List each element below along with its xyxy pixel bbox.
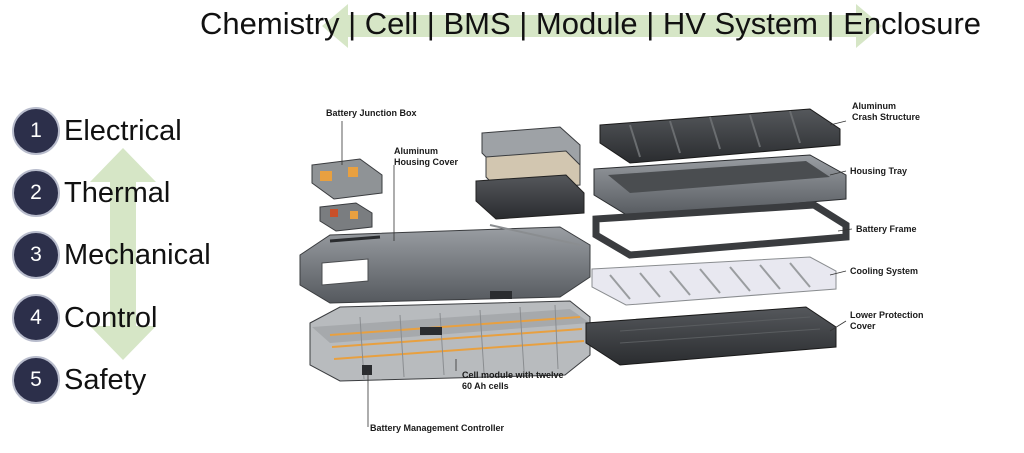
module-stack-graphic — [475, 126, 585, 246]
cell-module-graphic — [309, 291, 591, 382]
label-cell-module-2: 60 Ah cells — [462, 381, 509, 391]
label-housing-cover-2: Housing Cover — [394, 157, 459, 167]
horizontal-double-arrow — [322, 4, 882, 48]
housing-cover-graphic — [299, 226, 591, 304]
label-crash-1: Aluminum — [852, 101, 896, 111]
label-crash-2: Crash Structure — [852, 112, 921, 122]
cooling-system-graphic — [591, 256, 837, 306]
number-badge: 1 — [12, 107, 60, 155]
list-label: Mechanical — [64, 238, 211, 271]
list-item-thermal: 2 Thermal — [12, 168, 170, 218]
vertical-double-arrow — [90, 148, 156, 360]
label-bmc: Battery Management Controller — [370, 423, 505, 433]
housing-tray-graphic — [593, 154, 847, 218]
label-lower-protection-1: Lower Protection — [850, 310, 924, 320]
label-lower-protection-2: Cover — [850, 321, 876, 331]
list-label: Control — [64, 301, 158, 334]
label-cell-module-1: Cell module with twelve — [462, 370, 564, 380]
leader-lines — [341, 120, 853, 427]
crash-structure-graphic — [599, 108, 841, 164]
battery-pack-exploded-view: Battery Junction Box Aluminum Housing Co… — [290, 95, 1024, 453]
lower-protection-cover-graphic — [585, 306, 837, 366]
list-label: Thermal — [64, 176, 171, 209]
label-housing-cover-1: Aluminum — [394, 146, 438, 156]
battery-illustration — [299, 108, 853, 427]
battery-frame-graphic — [592, 201, 850, 259]
label-housing-tray: Housing Tray — [850, 166, 908, 176]
label-cooling-system: Cooling System — [850, 266, 919, 276]
label-battery-frame: Battery Frame — [856, 224, 917, 234]
list-label: Safety — [64, 363, 147, 396]
number-badge: 5 — [12, 356, 60, 404]
list-item-safety: 5 Safety — [12, 355, 146, 405]
number-badge: 3 — [12, 231, 60, 279]
layer-header: Chemistry | Cell | BMS | Module | HV Sys… — [200, 6, 982, 41]
number-badge: 2 — [12, 169, 60, 217]
label-junction-box: Battery Junction Box — [326, 108, 417, 118]
list-item-electrical: 1 Electrical — [12, 106, 182, 156]
list-label: Electrical — [64, 114, 182, 147]
number-badge: 4 — [12, 294, 60, 342]
list-item-control: 4 Control — [12, 293, 158, 343]
junction-box-graphic — [311, 158, 383, 232]
list-item-mechanical: 3 Mechanical — [12, 230, 211, 280]
